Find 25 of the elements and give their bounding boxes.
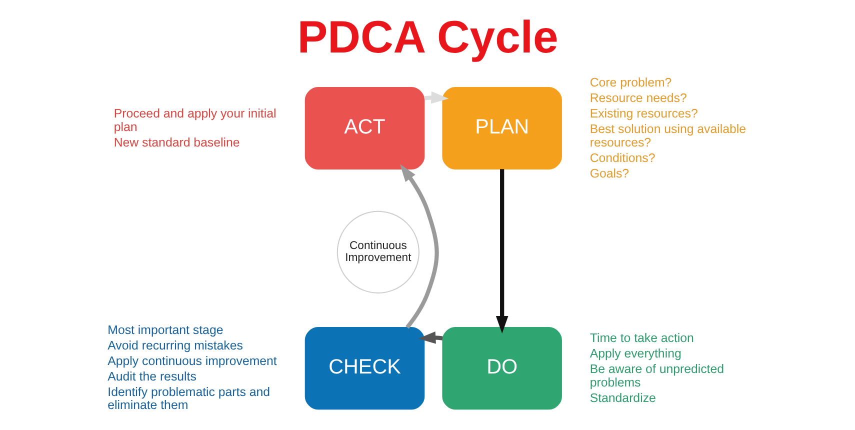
node-label: Time to take action — [589, 330, 694, 345]
node-label: Existing resources? — [589, 106, 698, 120]
arrow — [495, 168, 508, 334]
node-label: Best solution using available resources? — [589, 122, 746, 149]
node-label: Apply continuous improvement — [107, 353, 276, 368]
node-box: ACT — [304, 86, 424, 170]
node-circle: Continuous Improvement — [336, 210, 419, 293]
arrow — [399, 164, 438, 328]
node-label: Conditions? — [589, 150, 655, 164]
node-label: Apply everything — [589, 346, 681, 360]
node-label: Identify problematic parts and eliminate them — [107, 384, 270, 412]
node-box: PLAN — [442, 86, 562, 170]
node-box: DO — [442, 326, 562, 410]
node-label: Audit the results — [107, 368, 196, 383]
node-label: Proceed and apply your initial plan — [113, 106, 276, 134]
node-label: Goals? — [589, 166, 629, 180]
node-label: Resource needs? — [589, 90, 686, 105]
node-label: New standard baseline — [113, 134, 240, 149]
node-box: CHECK — [304, 326, 424, 410]
node-label: Core problem? — [589, 75, 672, 90]
node-label: Avoid recurring mistakes — [107, 338, 242, 352]
node-label: Standardize — [589, 390, 656, 404]
node-label: Most important stage — [107, 322, 223, 336]
diagram-title: PDCA Cycle — [296, 11, 558, 62]
node-label: Be aware of unpredicted problems — [589, 362, 724, 389]
